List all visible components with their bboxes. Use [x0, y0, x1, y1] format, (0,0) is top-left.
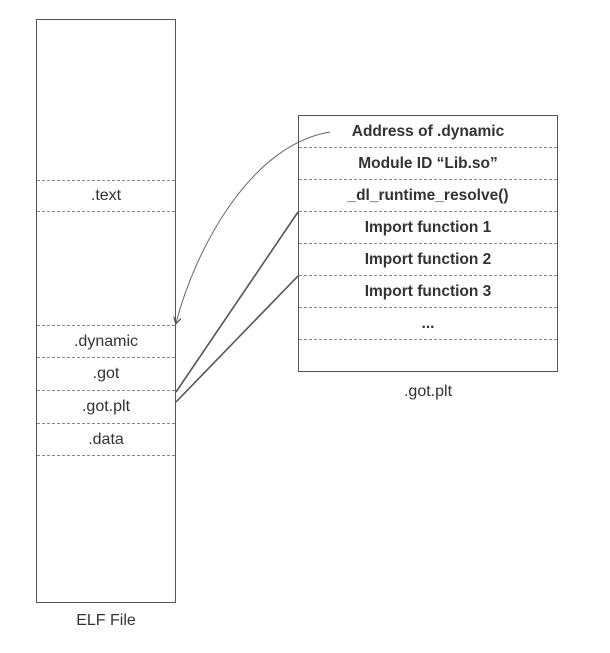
got-plt-entry-ellipsis: ...: [299, 308, 557, 340]
elf-file-box: .text .dynamic .got .got.plt .data: [36, 19, 176, 603]
got-plt-entry-import-function-1: Import function 1: [299, 212, 557, 244]
got-plt-bottom-connector: [175, 275, 299, 403]
elf-section-text: .text: [37, 180, 175, 212]
got-plt-entry-dynamic-address: Address of .dynamic: [299, 116, 557, 148]
got-plt-top-connector: [175, 211, 299, 393]
got-plt-entry-import-function-3: Import function 3: [299, 276, 557, 308]
elf-section-dynamic: .dynamic: [37, 325, 175, 358]
got-plt-entry-import-function-2: Import function 2: [299, 244, 557, 276]
got-plt-box: Address of .dynamic Module ID “Lib.so” _…: [298, 115, 558, 372]
elf-section-got-plt: .got.plt: [37, 391, 175, 424]
elf-section-got: .got: [37, 358, 175, 391]
elf-section-data: .data: [37, 424, 175, 456]
elf-file-caption: ELF File: [76, 612, 136, 629]
got-plt-caption: .got.plt: [403, 383, 453, 400]
got-plt-entry-empty: [299, 340, 557, 372]
got-plt-entry-module-id: Module ID “Lib.so”: [299, 148, 557, 180]
got-plt-entry-dl-runtime-resolve: _dl_runtime_resolve(): [299, 180, 557, 212]
